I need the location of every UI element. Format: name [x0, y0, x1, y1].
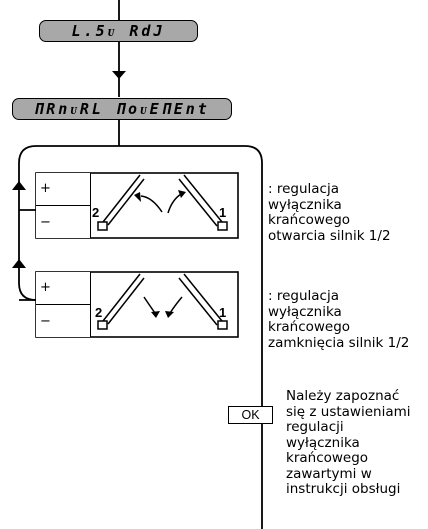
up-arrow-2 [12, 259, 26, 268]
panel2-gates [97, 273, 228, 330]
panel1-plus-button[interactable]: + [36, 173, 91, 206]
panel2-minus-button[interactable]: − [36, 304, 91, 337]
panel2-description: : regulacja wyłącznika krańcowego zamkni… [268, 288, 410, 351]
panel1-arc-left [140, 195, 163, 213]
ok-button[interactable]: OK [228, 406, 273, 424]
panel1-stepper[interactable]: + − [36, 173, 91, 238]
panel2-motor-2-label: 2 [95, 305, 103, 320]
panel1-motor-2-label: 2 [92, 205, 100, 220]
panel1-minus-button[interactable]: − [36, 205, 91, 238]
panel1-motor-left-icon [97, 221, 108, 231]
panel2-motor-left-icon [97, 320, 108, 330]
panel2-arc-right [169, 296, 183, 314]
panel1-gates [97, 174, 228, 231]
menu-loop-box [18, 145, 263, 529]
panel1-description: : regulacja wyłącznika krańcowego otwarc… [268, 181, 391, 244]
panel2-motor-right-icon [217, 320, 228, 330]
panel1-motor-1-label: 1 [219, 205, 227, 220]
down-arrow-1 [112, 71, 126, 79]
panel2-stepper[interactable]: + − [36, 272, 91, 337]
panel1-motor-right-icon [217, 221, 228, 231]
panel1-arc-right [167, 193, 182, 214]
display-lsw-adj: L.5ᴜ RdJ [39, 20, 198, 42]
up-arrow-1 [12, 181, 26, 190]
display-manual-movement: ΠRnᴜRL ΠoᴜEΠEnt [12, 98, 232, 120]
ok-note: Należy zapoznać się z ustawieniami regul… [286, 388, 411, 497]
panel2-plus-button[interactable]: + [36, 272, 91, 305]
panel2-motor-1-label: 1 [219, 305, 227, 320]
